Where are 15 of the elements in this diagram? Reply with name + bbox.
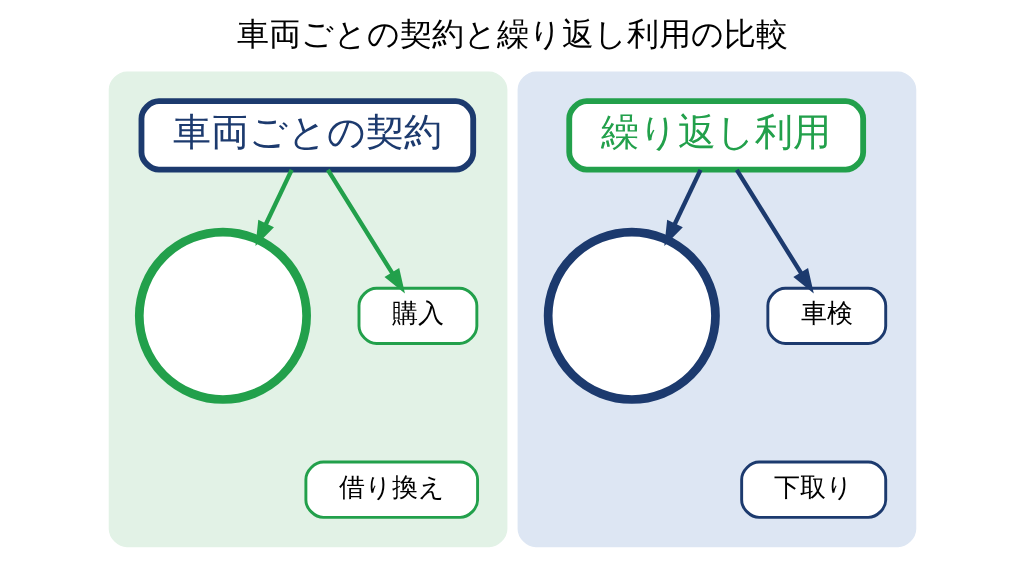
diagram-title: 車両ごとの契約と繰り返し利用の比較 <box>236 15 788 54</box>
node-box: 車両ごとの契約 <box>138 98 476 173</box>
node-box: 購入 <box>357 286 478 345</box>
arrow <box>254 168 294 246</box>
cluster <box>108 71 507 548</box>
node-box: 車検 <box>765 286 887 345</box>
arrow <box>734 168 814 294</box>
node-box: 下取り <box>739 460 887 519</box>
node-box: 繰り返し利用 <box>565 98 866 173</box>
cluster <box>517 71 916 548</box>
node-circle <box>134 227 311 404</box>
arrow <box>325 168 405 294</box>
arrow <box>663 168 702 246</box>
node-box: 借り換え <box>303 460 479 519</box>
node-circle <box>543 227 720 404</box>
